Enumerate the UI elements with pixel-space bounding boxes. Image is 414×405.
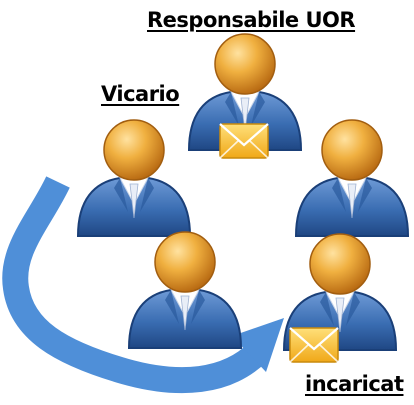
person-other [295, 119, 409, 237]
person-vicario [77, 119, 191, 237]
mail-icon [218, 122, 270, 160]
mail-icon [288, 326, 340, 364]
label-incaricato: incaricat [305, 372, 404, 396]
label-responsabile-uor: Responsabile UOR [147, 8, 356, 32]
arrow-head [232, 318, 284, 372]
flow-arrow [2, 176, 284, 394]
label-vicario: Vicario [101, 82, 180, 106]
person-middle [128, 231, 242, 349]
